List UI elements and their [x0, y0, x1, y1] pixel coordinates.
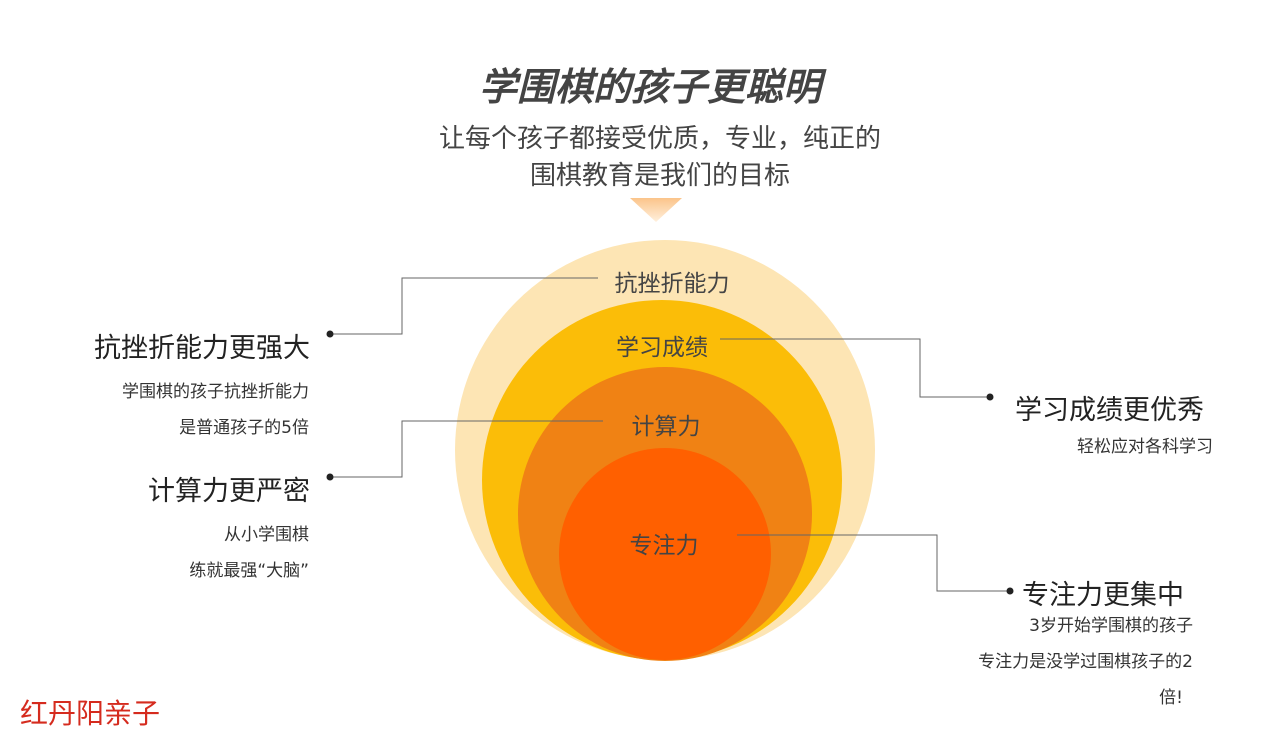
- bullet-dot: [1006, 587, 1014, 595]
- focus-desc-1: 3岁开始学围棋的孩子: [1029, 616, 1193, 636]
- page-title: 学围棋的孩子更聪明: [478, 65, 821, 109]
- calc-desc-2: 练就最强“大脑”: [189, 561, 309, 581]
- brand-watermark: 红丹阳亲子: [20, 697, 161, 730]
- focus-desc-3: 倍!: [1159, 688, 1183, 708]
- focus-desc-2: 专注力是没学过围棋孩子的2: [978, 652, 1193, 672]
- circle-focus: [559, 448, 771, 660]
- circle-label-resilience: 抗挫折能力: [614, 271, 730, 297]
- bullet-dot: [326, 473, 334, 481]
- connector-calc: [330, 420, 603, 478]
- resilience-desc-2: 是普通孩子的5倍: [179, 418, 309, 438]
- calc-heading: 计算力更严密: [148, 476, 310, 507]
- resilience-heading: 抗挫折能力更强大: [94, 333, 310, 364]
- bullet-dot: [326, 330, 334, 338]
- subtitle-line-1: 让每个孩子都接受优质，专业，纯正的: [438, 124, 881, 154]
- connector-grades: [720, 338, 990, 398]
- circle-label-focus: 专注力: [629, 533, 699, 559]
- subtitle-line-2: 围棋教育是我们的目标: [529, 161, 790, 191]
- circle-label-grades: 学习成绩: [616, 335, 708, 361]
- resilience-desc-1: 学围棋的孩子抗挫折能力: [122, 382, 309, 402]
- focus-heading: 专注力更集中: [1022, 580, 1184, 611]
- bullet-dot: [986, 393, 994, 401]
- connector-focus: [737, 534, 1010, 592]
- circle-label-calc: 计算力: [631, 414, 701, 440]
- down-arrow-icon: [630, 198, 682, 222]
- grades-desc-1: 轻松应对各科学习: [1077, 437, 1213, 457]
- grades-heading: 学习成绩更优秀: [1015, 395, 1204, 426]
- connector-resilience: [330, 277, 598, 335]
- calc-desc-1: 从小学围棋: [224, 525, 309, 545]
